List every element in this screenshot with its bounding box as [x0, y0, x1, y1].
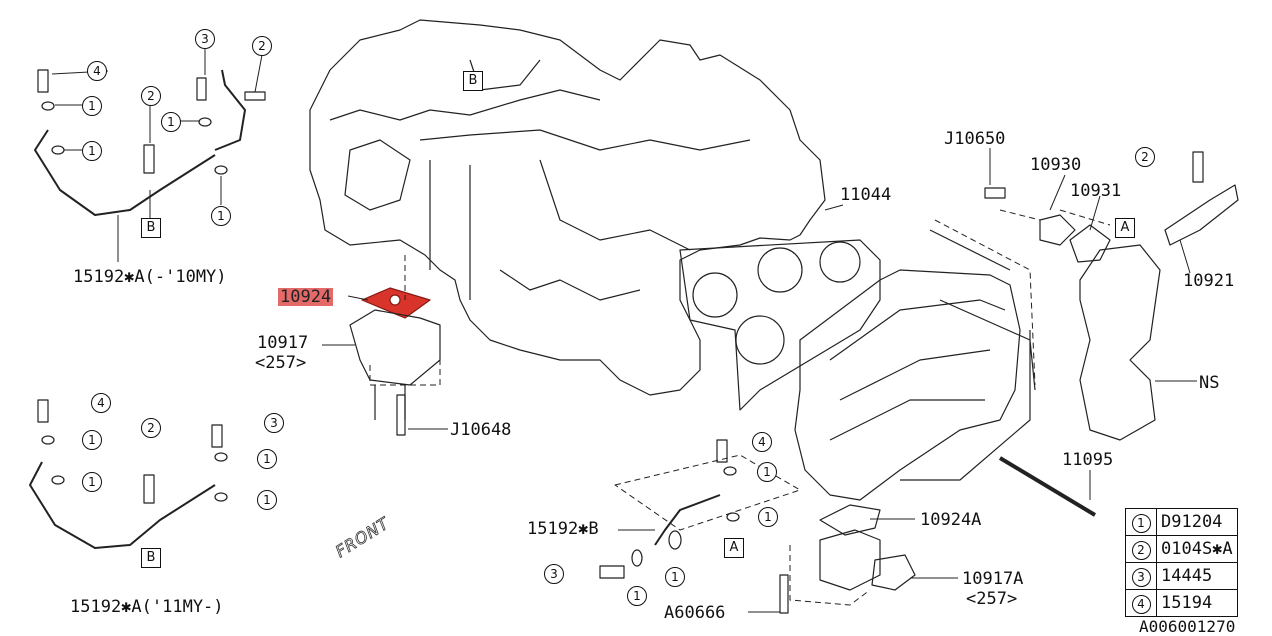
callout-2[interactable]: 2: [1135, 147, 1155, 167]
legend-row: 3 14445: [1125, 562, 1238, 590]
guide-lines: [369, 209, 1111, 606]
callout-1[interactable]: 1: [82, 96, 102, 116]
callout-3[interactable]: 3: [264, 413, 284, 433]
fastener-legend: 1 D91204 2 0104S✱A 3 14445 4 15194: [1125, 508, 1238, 617]
callout-2[interactable]: 2: [141, 418, 161, 438]
cylinder-head: [794, 229, 1036, 501]
part-note-10917: <257>: [255, 353, 307, 373]
part-label-15192b[interactable]: 15192✱B: [527, 519, 599, 539]
callout-3[interactable]: 3: [195, 29, 215, 49]
part-label-10917[interactable]: 10917: [257, 333, 309, 353]
callout-a[interactable]: A: [1115, 218, 1135, 238]
callout-4[interactable]: 4: [87, 61, 107, 81]
callout-1[interactable]: 1: [82, 472, 102, 492]
legend-key: 1: [1131, 513, 1151, 533]
callout-1[interactable]: 1: [627, 586, 647, 606]
callout-2[interactable]: 2: [252, 36, 272, 56]
oil-control-valve-gasket: [361, 287, 431, 319]
callout-1[interactable]: 1: [161, 112, 181, 132]
legend-key: 2: [1131, 540, 1151, 560]
callout-4[interactable]: 4: [91, 393, 111, 413]
callout-1[interactable]: 1: [82, 430, 102, 450]
callout-3[interactable]: 3: [544, 564, 564, 584]
legend-key: 3: [1131, 567, 1151, 587]
callout-1[interactable]: 1: [757, 462, 777, 482]
callout-a[interactable]: A: [724, 538, 744, 558]
legend-part[interactable]: 15194: [1156, 589, 1238, 617]
oil-control-valve-a: [819, 504, 916, 591]
diagram-id: A006001270: [1139, 617, 1236, 636]
callout-1[interactable]: 1: [758, 507, 778, 527]
callout-1[interactable]: 1: [665, 567, 685, 587]
part-label-10931[interactable]: 10931: [1070, 181, 1122, 201]
part-label-11044[interactable]: 11044: [840, 185, 892, 205]
part-label-11095[interactable]: 11095: [1062, 450, 1114, 470]
part-label-10921[interactable]: 10921: [1183, 271, 1235, 291]
callout-b[interactable]: B: [141, 218, 161, 238]
callout-1[interactable]: 1: [82, 141, 102, 161]
legend-row: 1 D91204: [1125, 508, 1238, 536]
legend-part[interactable]: 0104S✱A: [1156, 535, 1238, 563]
callout-1[interactable]: 1: [257, 490, 277, 510]
callout-1[interactable]: 1: [257, 449, 277, 469]
part-label-10917a[interactable]: 10917A: [962, 569, 1024, 589]
head-gasket: [679, 239, 881, 411]
part-label-15192a-early[interactable]: 15192✱A(-'10MY): [73, 267, 227, 287]
bolts: [37, 69, 1204, 614]
legend-part[interactable]: 14445: [1156, 562, 1238, 590]
callout-b[interactable]: B: [463, 71, 483, 91]
part-label-a60666[interactable]: A60666: [664, 603, 726, 623]
callout-1[interactable]: 1: [211, 206, 231, 226]
washers: [41, 101, 740, 567]
part-label-10924a[interactable]: 10924A: [920, 510, 982, 530]
part-label-ns[interactable]: NS: [1199, 373, 1220, 393]
cam-cover-parts: [1039, 184, 1239, 441]
legend-row: 2 0104S✱A: [1125, 535, 1238, 563]
oil-pipes: [29, 69, 721, 549]
oil-control-valve: [349, 309, 441, 420]
legend-part[interactable]: D91204: [1156, 508, 1238, 536]
leader-lines: [51, 48, 1197, 613]
part-label-15192a-late[interactable]: 15192✱A('11MY-): [70, 597, 224, 617]
legend-key: 4: [1131, 594, 1151, 614]
legend-row: 4 15194: [1125, 589, 1238, 617]
callout-2[interactable]: 2: [141, 86, 161, 106]
callout-b[interactable]: B: [141, 548, 161, 568]
part-label-10930[interactable]: 10930: [1030, 155, 1082, 175]
callout-4[interactable]: 4: [752, 432, 772, 452]
part-label-j10648[interactable]: J10648: [450, 420, 512, 440]
part-label-j10650[interactable]: J10650: [944, 129, 1006, 149]
part-label-10924[interactable]: 10924: [278, 287, 334, 307]
part-note-10917a: <257>: [966, 589, 1018, 609]
engine-block: [309, 19, 826, 396]
